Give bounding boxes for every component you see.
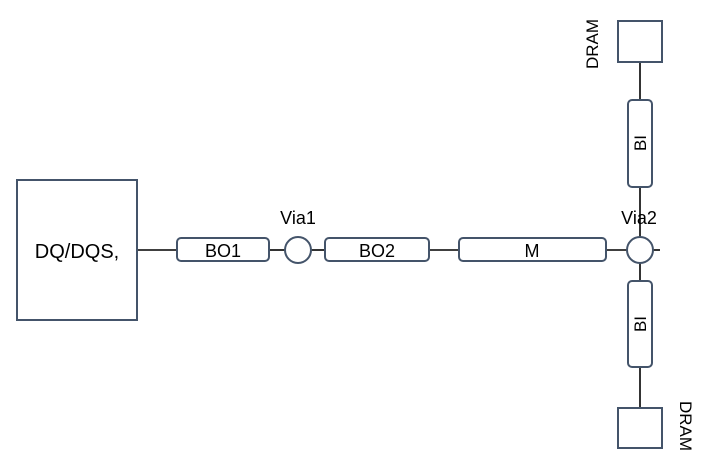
dram-bottom: DRAM xyxy=(617,401,695,451)
dram-top: DRAM xyxy=(583,19,663,69)
dram-bottom-label: DRAM xyxy=(676,401,695,451)
segment-branch-top: BI xyxy=(627,99,653,188)
segment-branch-top-label: BI xyxy=(631,135,650,151)
segment-main-label: M xyxy=(525,241,540,261)
segment-branch-bottom-label: BI xyxy=(631,316,650,332)
source-block: DQ/DQS, xyxy=(16,179,138,321)
segment-bo2: BO2 xyxy=(324,237,430,262)
segment-branch-bottom: BI xyxy=(627,280,653,368)
via1-label: Via1 xyxy=(280,208,316,228)
via2: Via2 xyxy=(621,208,657,264)
segment-bo1: BO1 xyxy=(176,237,270,262)
via2-label: Via2 xyxy=(621,208,657,228)
via1: Via1 xyxy=(280,208,316,264)
segment-main: M xyxy=(458,237,607,262)
dram-top-label: DRAM xyxy=(583,19,602,69)
source-label: DQ/DQS, xyxy=(35,241,119,263)
segment-bo2-label: BO2 xyxy=(359,241,395,261)
segment-bo1-label: BO1 xyxy=(205,241,241,261)
